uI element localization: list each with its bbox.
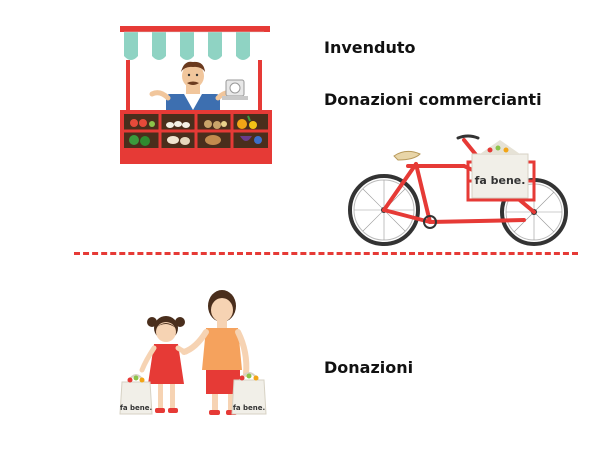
bag-text-left: fa bene.	[120, 404, 152, 412]
scale-icon	[222, 79, 248, 100]
bag-text-right: fa bene.	[233, 404, 265, 412]
daughter-figure	[139, 316, 189, 413]
market-stall-icon	[120, 26, 272, 164]
cargo-bike-icon: fa bene.	[348, 134, 568, 246]
bike-bag-text: fa bene.	[475, 174, 526, 187]
mother-daughter-icon: fa bene. fa bene.	[119, 290, 267, 415]
vendor-figure	[149, 61, 237, 118]
section-divider	[74, 252, 578, 255]
shopping-bag-left: fa bene.	[119, 374, 153, 415]
shopping-bag-right: fa bene.	[231, 372, 267, 415]
label-invenduto: Invenduto	[324, 38, 416, 57]
label-donazioni-commercianti: Donazioni commercianti	[324, 90, 542, 109]
label-donazioni: Donazioni	[324, 358, 414, 377]
